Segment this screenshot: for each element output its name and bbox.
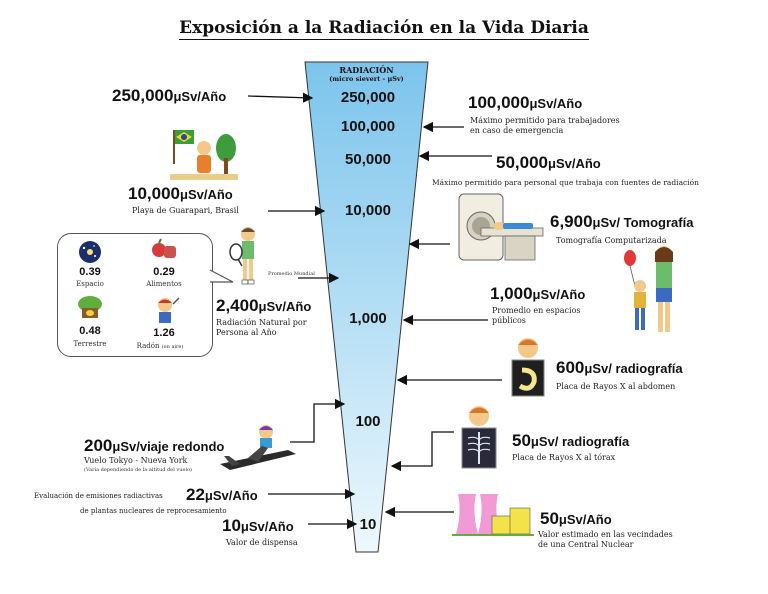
beach-desc: Playa de Guarapari, Brasil: [132, 206, 239, 215]
radiation-funnel: [304, 61, 429, 553]
label-ct: 6,900μSv/ Tomografía: [550, 212, 694, 231]
food-icon: [152, 238, 176, 258]
funnel-level-10: 10: [359, 516, 377, 533]
terrain-icon: [78, 296, 102, 318]
alimentos-value: 0.29: [153, 266, 175, 278]
power-plant-illustration: [452, 494, 534, 536]
radon-value: 1.26: [153, 327, 175, 339]
funnel-header: RADIACIÓN (micro sievert - μSv): [329, 65, 404, 84]
radon-label: Radón (en aire): [136, 342, 184, 350]
abdomen-desc: Placa de Rayos X al abdomen: [556, 382, 676, 391]
arrow-flight: [290, 398, 346, 443]
funnel-level-10k: 10,000: [345, 202, 391, 219]
workers-desc: Máximo permitido para trabajadores en ca…: [470, 116, 620, 135]
chest-desc: Placa de Rayos X al tórax: [512, 453, 616, 462]
label-250k: 250,000μSv/Año: [112, 86, 227, 105]
plant-desc: Valor estimado en las vecindades de una …: [538, 530, 673, 549]
label-radpersonnel: 50,000μSv/Año: [496, 153, 601, 172]
label-beach: 10,000μSv/Año: [128, 184, 233, 203]
abdomen-xray-illustration: [511, 338, 545, 397]
natural-desc: Radiación Natural por Persona al Año: [216, 318, 307, 337]
page-title: Exposición a la Radiación en la Vida Dia…: [179, 18, 589, 40]
label-dispersion: 10μSv/Año: [222, 516, 294, 535]
ct-scanner-illustration: [458, 193, 544, 261]
label-public: 1,000μSv/Año: [490, 284, 586, 303]
funnel-level-100k: 100,000: [340, 118, 396, 135]
chest-xray-illustration: [461, 406, 497, 469]
alimentos-label: Alimentos: [146, 280, 182, 288]
label-natural: 2,400μSv/Año: [216, 296, 312, 315]
dispersion-desc: Valor de dispensa: [226, 538, 298, 547]
flight-desc: Vuelo Tokyo - Nueva York: [84, 456, 188, 465]
label-flight: 200μSv/viaje redondo: [84, 436, 225, 455]
terrestre-value: 0.48: [79, 325, 101, 337]
public-desc: Promedio en espacios públicos: [492, 306, 581, 325]
label-plants: 22μSv/Año: [186, 485, 258, 504]
arrow-chest: [390, 431, 454, 472]
family-illustration: [624, 246, 673, 332]
funnel-level-100: 100: [355, 413, 381, 430]
espacio-value: 0.39: [79, 266, 101, 278]
funnel-level-1k: 1,000: [349, 310, 387, 327]
label-workers: 100,000μSv/Año: [468, 93, 583, 112]
radon-person-icon: [158, 297, 180, 323]
label-chest: 50μSv/ radiografía: [512, 431, 630, 450]
funnel-level-250k: 250,000: [340, 89, 396, 106]
arrow-250k: [247, 92, 314, 103]
airplane-illustration: [220, 425, 296, 470]
natural-note: Promedio Mundial: [268, 271, 315, 277]
galaxy-icon: [79, 241, 101, 263]
plants-desc-2: de plantas nucleares de reprocesamiento: [80, 507, 227, 515]
radpersonnel-desc: Máximo permitido para personal que traba…: [432, 178, 699, 187]
beach-illustration: [170, 130, 238, 180]
terrestre-label: Terrestre: [73, 340, 107, 348]
label-abdomen: 600μSv/ radiografía: [556, 358, 683, 377]
tennis-player-illustration: [229, 227, 255, 285]
funnel-level-50k: 50,000: [345, 151, 391, 168]
flight-note: (Varía dependiendo de la altitud del vue…: [84, 467, 193, 473]
ct-desc: Tomografía Computarizada: [556, 236, 667, 245]
label-plant: 50μSv/Año: [540, 509, 612, 528]
plants-desc-1: Evaluación de emisiones radiactivas: [34, 492, 163, 500]
bubble-tail: [209, 269, 234, 283]
espacio-label: Espacio: [76, 280, 104, 288]
